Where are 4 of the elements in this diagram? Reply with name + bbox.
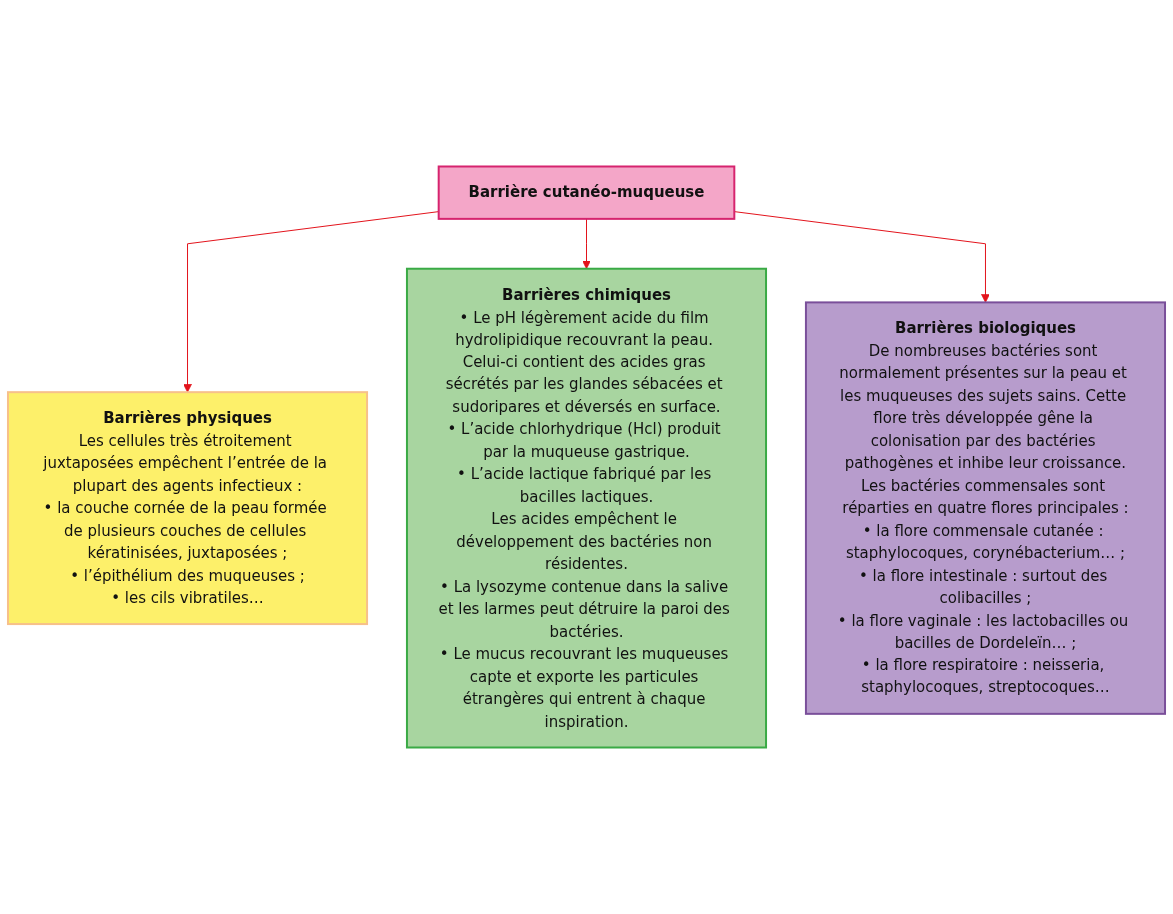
node-box: Barrières physiques Les cellules très étroitement juxtaposées empêchent l’entrée de la plupart des agents infectieux : • la couche cornée de la peau formée de plusieurs couches de cellules kératinisées, juxtaposées ; • l’épithélium des muqueuses ; • les cils vibratiles…: [7, 391, 369, 626]
node-box: Barrières biologiques De nombreuses bactéries sont normalement présentes sur la peau et les muqueuses des sujets sains. Cette flore très développée gêne la colonisation par des bactéries pathogènes et inhibe leur croissance. Les bactéries commensales sont réparties en quatre flores principales : • la flore commensale cutanée : staphylocoques, corynébacterium… ; • la flore intestinale : surtout des colibacilles ; • la flore vaginale : les lactobacilles ou bacilles de Dordeleïn… ; • la flore respiratoire : neisseria, staphylocoques, streptocoques…: [804, 301, 1166, 715]
node-box: Barrière cutanéo-muqueuse: [437, 165, 736, 220]
node-box: Barrières chimiques • Le pH légèrement acide du film hydrolipidique recouvrant la peau. Celui-ci contient des acides gras sécrétés par les glandes sébacées et sudoripares et déversés en surface. • L’acide chlorhydrique (Hcl) produit par la muqueuse gastrique. • L’acide lactique fabriqué par les bacilles lactiques. Les acides empêchent le développement des bactéries non résidentes. • La lysozyme contenue dans la salive et les larmes peut détruire la paroi des bactéries. • Le mucus recouvrant les muqueuses capte et exporte les particules étrangères qui entrent à chaque inspiration.: [405, 267, 768, 749]
